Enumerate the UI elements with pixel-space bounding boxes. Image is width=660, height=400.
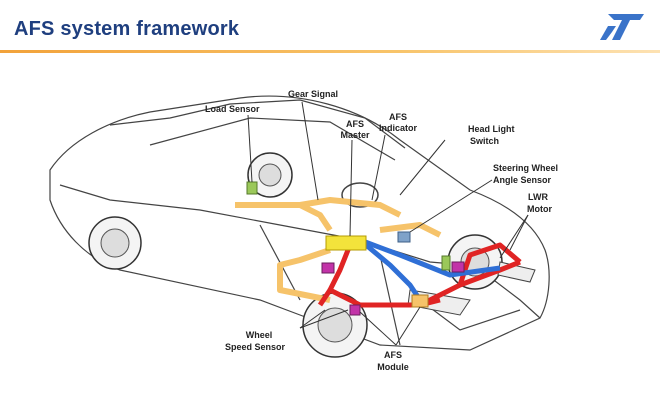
steering-wheel-icon bbox=[341, 182, 379, 208]
afs-module-unit bbox=[411, 294, 429, 308]
lwr-motor-unit bbox=[451, 261, 465, 273]
wheel-speed-sensor-front bbox=[349, 304, 361, 316]
load-sensor-label: Load Sensor bbox=[205, 104, 260, 114]
afs-master-label-1: AFS bbox=[346, 119, 364, 129]
lwr-motor-label-1: LWR bbox=[528, 192, 548, 202]
steering-angle-sensor-label-1: Steering Wheel bbox=[493, 163, 558, 173]
afs-module-label-2: Module bbox=[377, 362, 409, 372]
load-sensor-unit bbox=[246, 181, 258, 195]
lwr-motor-label-2: Motor bbox=[527, 204, 552, 214]
wheel-speed-sensor-unit bbox=[321, 262, 335, 274]
afs-indicator-label-1: AFS bbox=[389, 112, 407, 122]
blue-wires bbox=[358, 237, 501, 302]
slide-title: AFS system framework bbox=[14, 18, 240, 40]
lwr-sensor-unit bbox=[441, 255, 451, 271]
head-light-switch-label-1: Head Light bbox=[468, 124, 515, 134]
rear-left-wheel bbox=[88, 216, 142, 270]
leader-lines bbox=[247, 101, 529, 346]
st-logo-icon bbox=[600, 14, 644, 40]
wheel-speed-sensor-label-2: Speed Sensor bbox=[225, 342, 286, 352]
title-underline bbox=[0, 50, 660, 53]
head-light-switch-label-2: Switch bbox=[470, 136, 499, 146]
afs-indicator-label-2: Indicator bbox=[379, 123, 418, 133]
wheel-speed-sensor-label-1: Wheel bbox=[246, 330, 273, 340]
afs-master-label-2: Master bbox=[340, 130, 370, 140]
steering-angle-sensor-unit bbox=[397, 231, 411, 243]
orange-wires bbox=[235, 197, 442, 303]
rear-right-wheel bbox=[247, 152, 293, 198]
afs-module-label-1: AFS bbox=[384, 350, 402, 360]
steering-angle-sensor-label-2: Angle Sensor bbox=[493, 175, 552, 185]
gear-signal-label: Gear Signal bbox=[288, 89, 338, 99]
afs-master-unit bbox=[325, 235, 367, 251]
